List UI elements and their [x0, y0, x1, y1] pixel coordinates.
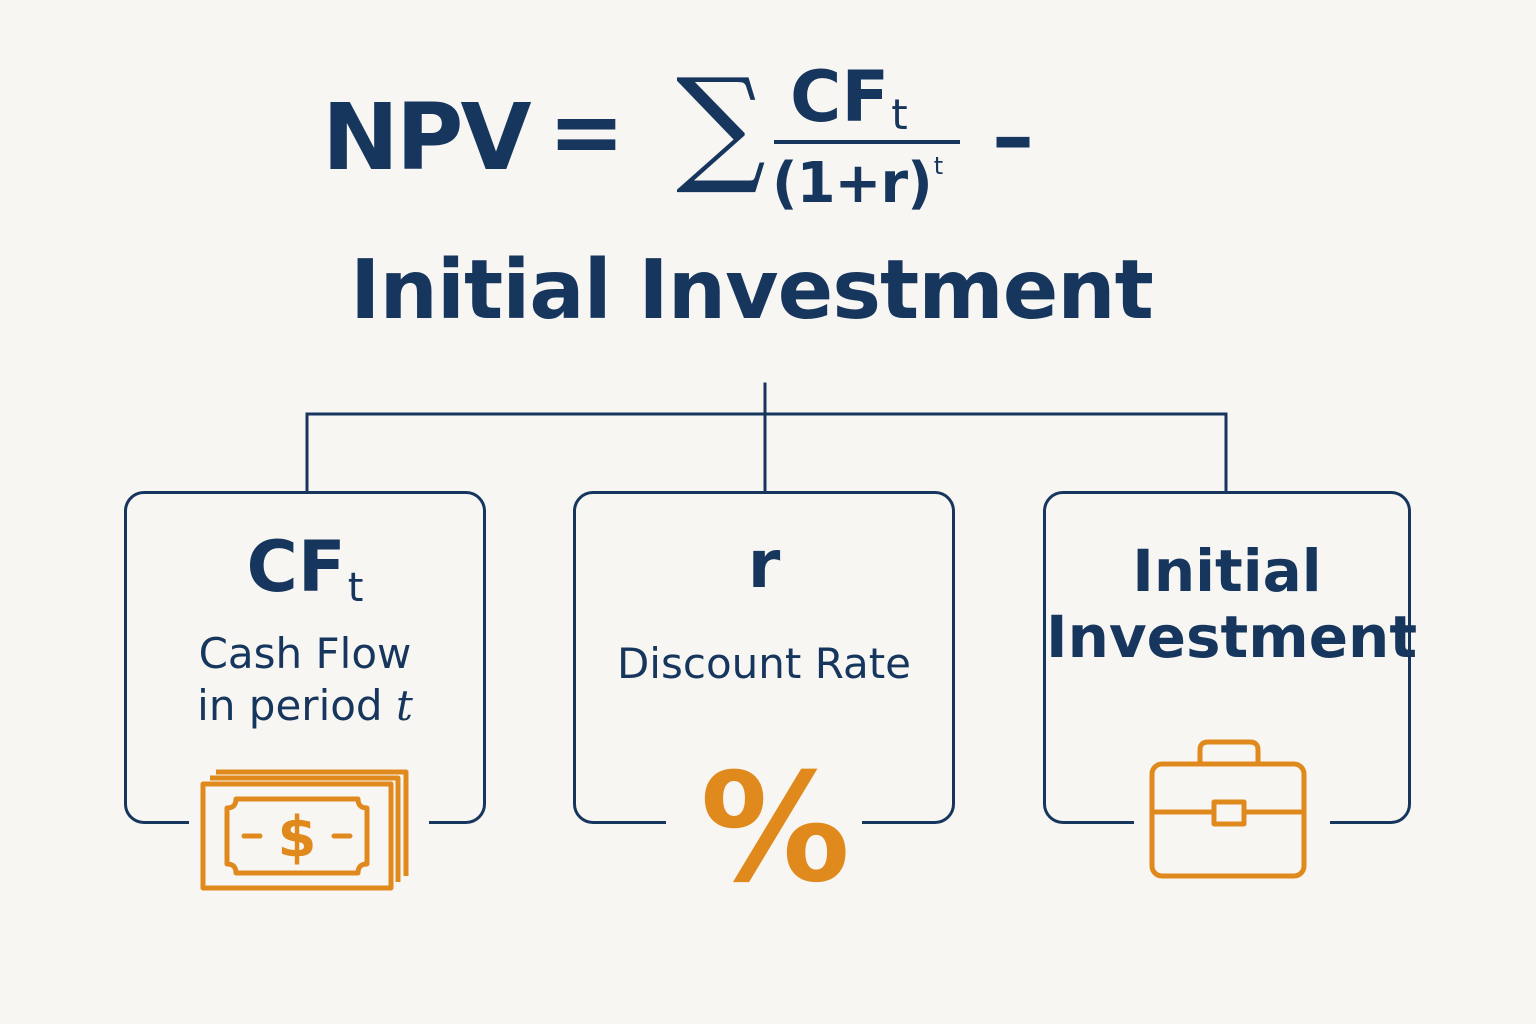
- equals-sign: =: [548, 78, 626, 185]
- cash-flow-desc-line1: Cash Flow: [198, 629, 412, 678]
- denominator-main: (1+r): [772, 151, 933, 216]
- card-border-gap: [666, 821, 862, 824]
- discount-rate-description: Discount Rate: [616, 639, 912, 688]
- card-border-gap: [189, 821, 429, 824]
- initial-investment-title-line2: Investment: [1046, 603, 1418, 671]
- numerator-subscript: t: [891, 90, 908, 139]
- cash-flow-desc-line2: in period t: [127, 680, 483, 732]
- formula-numerator: CFt: [790, 62, 908, 136]
- numerator-main: CF: [790, 56, 890, 138]
- initial-investment-title-line1: Initial: [1132, 537, 1322, 605]
- subtracted-term: Initial Investment: [350, 243, 1154, 338]
- initial-investment-title: Initial Investment: [1046, 537, 1418, 671]
- cash-flow-symbol-subscript: t: [347, 565, 364, 611]
- formula-denominator: (1+r)t: [772, 154, 943, 212]
- svg-text:$: $: [278, 805, 317, 870]
- denominator-exponent: t: [933, 152, 943, 180]
- npv-formula: NPV = ∑ CFt (1+r)t – Initial Investment: [0, 0, 1536, 360]
- cash-flow-desc-variable: t: [395, 681, 413, 730]
- discount-rate-card: r Discount Rate: [573, 491, 955, 824]
- cash-flow-description: Cash Flow in period t: [127, 628, 483, 732]
- money-icon: $: [200, 769, 409, 891]
- cash-flow-card: CFt Cash Flow in period t: [124, 491, 486, 824]
- briefcase-icon: [1149, 739, 1307, 879]
- minus-sign: –: [992, 87, 1034, 185]
- percent-icon: %: [700, 742, 851, 916]
- cash-flow-desc-prefix: in period: [197, 681, 396, 730]
- fraction-bar: [774, 140, 960, 144]
- cash-flow-symbol-main: CF: [246, 526, 346, 608]
- sum-symbol: ∑: [676, 51, 766, 198]
- discount-rate-symbol: r: [747, 526, 781, 603]
- cash-flow-symbol: CFt: [127, 532, 483, 608]
- formula-lhs: NPV: [322, 84, 532, 191]
